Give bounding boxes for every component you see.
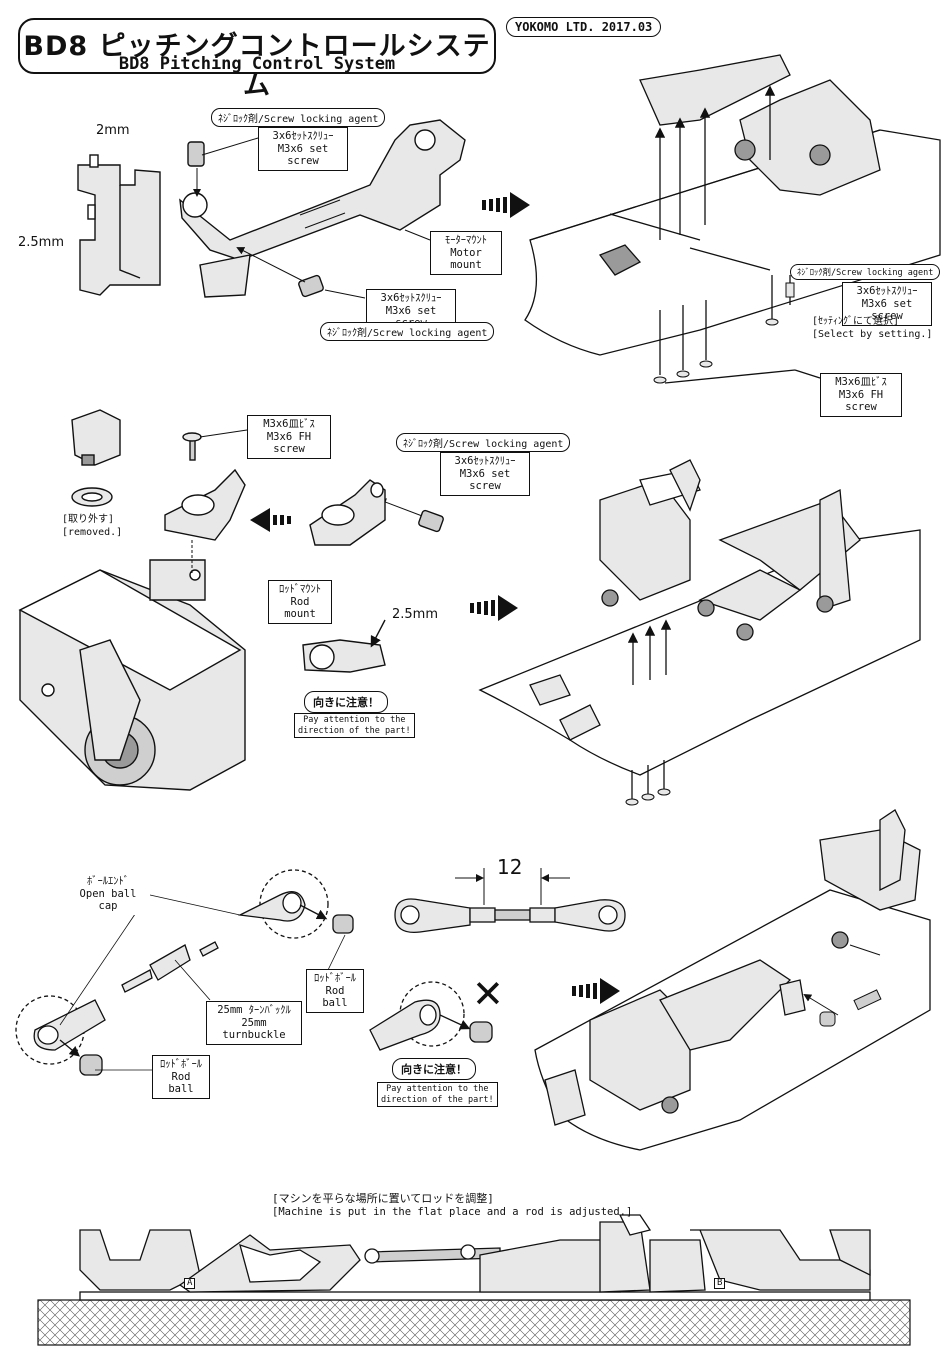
adjust-note-jp: [マシンを平らな場所に置いてロッドを調整] bbox=[272, 1192, 494, 1205]
attention-note-step3: Pay attention to the direction of the pa… bbox=[377, 1082, 498, 1108]
rod-mount-jp: ﾛｯﾄﾞﾏｳﾝﾄ bbox=[279, 583, 321, 595]
motor-mount-label: ﾓｰﾀｰﾏｳﾝﾄ Motor mount bbox=[430, 231, 502, 275]
rod-ball-label-lower: ﾛｯﾄﾞﾎﾞｰﾙ Rod ball bbox=[152, 1055, 210, 1099]
title-english: BD8 Pitching Control System bbox=[118, 54, 396, 74]
set-screw-en: M3x6 set screw bbox=[861, 297, 913, 323]
fh-screw-jp: M3x6皿ﾋﾞｽ bbox=[835, 376, 887, 388]
screw-locking-label-step2: ﾈｼﾞﾛｯｸ剤/Screw locking agent bbox=[396, 433, 571, 452]
step-arrow-1 bbox=[482, 192, 530, 218]
set-screw-jp: 3x6ｾｯﾄｽｸﾘｭｰ bbox=[380, 292, 442, 304]
fh-screw-label-step1: M3x6皿ﾋﾞｽ M3x6 FH screw bbox=[820, 373, 902, 417]
screw-locking-label-right: ﾈｼﾞﾛｯｸ剤/Screw locking agent bbox=[790, 264, 941, 280]
step3-assembled-rod bbox=[394, 898, 626, 934]
removed-note-en: [removed.] bbox=[62, 527, 123, 538]
ball-end-en: Open ball cap bbox=[79, 887, 137, 913]
attention-bubble-step2: 向きに注意！ bbox=[304, 691, 388, 713]
select-note-en: [Select by setting.] bbox=[812, 329, 933, 340]
screw-locking-label-bottom: ﾈｼﾞﾛｯｸ剤/Screw locking agent bbox=[320, 322, 495, 341]
select-note-jp: [ｾｯﾃｨﾝｸﾞにて選択] bbox=[812, 316, 900, 327]
fh-screw-en: M3x6 FH screw bbox=[838, 388, 884, 414]
rod-ball-en: Rod ball bbox=[168, 1070, 194, 1096]
fh-screw-jp: M3x6皿ﾋﾞｽ bbox=[263, 418, 315, 430]
title-banner: BD8 ピッチングコントロールシステム BD8 Pitching Control… bbox=[18, 18, 496, 101]
wrench-size-2-5mm: 2.5mm bbox=[18, 235, 65, 250]
rod-ball-jp: ﾛｯﾄﾞﾎﾞｰﾙ bbox=[314, 972, 356, 984]
set-screw-label-top: 3x6ｾｯﾄｽｸﾘｭｰ M3x6 set screw bbox=[258, 127, 348, 171]
step2-servo bbox=[18, 559, 246, 791]
step-arrow-3 bbox=[470, 595, 518, 621]
turnbuckle-en: 25mm turnbuckle bbox=[222, 1016, 286, 1042]
rod-ball-en: Rod ball bbox=[322, 984, 348, 1010]
rod-ball-jp: ﾛｯﾄﾞﾎﾞｰﾙ bbox=[160, 1058, 202, 1070]
step3-wrong-direction bbox=[369, 981, 493, 1051]
motor-mount-en: Motor mount bbox=[450, 246, 482, 272]
step2-rod-mount bbox=[309, 479, 444, 546]
removed-note-jp: [取り外す] bbox=[62, 514, 115, 525]
step2-chassis bbox=[478, 459, 921, 776]
step3-exploded-rod bbox=[15, 869, 354, 1076]
step-arrow-2 bbox=[250, 508, 291, 532]
attention-note-step2: Pay attention to the direction of the pa… bbox=[294, 713, 415, 739]
attention-bubble-step3: 向きに注意！ bbox=[392, 1058, 476, 1080]
rod-mount-en: Rod mount bbox=[284, 595, 316, 621]
set-screw-jp: 3x6ｾｯﾄｽｸﾘｭｰ bbox=[272, 130, 334, 142]
set-screw-en: M3x6 set screw bbox=[459, 467, 511, 493]
set-screw-label-step2: 3x6ｾｯﾄｽｸﾘｭｰ M3x6 set screw bbox=[440, 452, 530, 496]
rod-mount-label: ﾛｯﾄﾞﾏｳﾝﾄ Rod mount bbox=[268, 580, 332, 624]
set-screw-jp: 3x6ｾｯﾄｽｸﾘｭｰ bbox=[454, 455, 516, 467]
attention-line-1: Pay attention to the bbox=[386, 1084, 489, 1094]
step2-direction-part bbox=[302, 619, 386, 673]
dimension-value: 12 bbox=[497, 855, 523, 879]
wrong-mark: ✕ bbox=[472, 972, 504, 1016]
attention-line-2: direction of the part! bbox=[381, 1094, 494, 1105]
maker-badge: YOKOMO LTD. 2017.03 bbox=[506, 17, 662, 37]
attention-line-2: direction of the part! bbox=[298, 725, 411, 736]
attention-line-1: Pay attention to the bbox=[303, 715, 406, 725]
step1-side-part bbox=[77, 154, 161, 296]
step3-chassis bbox=[534, 809, 931, 1151]
motor-mount-jp: ﾓｰﾀｰﾏｳﾝﾄ bbox=[445, 234, 487, 246]
step1-motor-mount bbox=[179, 119, 466, 298]
adjust-note-en: [Machine is put in the flat place and a … bbox=[272, 1206, 633, 1218]
set-screw-label-right: 3x6ｾｯﾄｽｸﾘｭｰ M3x6 set screw bbox=[842, 282, 932, 326]
set-screw-en: M3x6 set screw bbox=[277, 142, 329, 168]
title-japanese: BD8 ピッチングコントロールシステム bbox=[23, 31, 491, 101]
ball-end-jp: ﾎﾞｰﾙｴﾝﾄﾞ bbox=[87, 875, 129, 887]
step2-top-mount bbox=[164, 432, 246, 541]
fh-screw-en: M3x6 FH screw bbox=[266, 430, 312, 456]
turnbuckle-label: 25mm ﾀｰﾝﾊﾞｯｸﾙ 25mm turnbuckle bbox=[206, 1001, 302, 1045]
set-screw-jp: 3x6ｾｯﾄｽｸﾘｭｰ bbox=[856, 285, 918, 297]
step2-removed-parts bbox=[71, 409, 121, 507]
wrench-size-2mm: 2mm bbox=[96, 123, 130, 138]
step4-side-view bbox=[79, 1214, 871, 1301]
ball-end-label: ﾎﾞｰﾙｴﾝﾄﾞ Open ball cap bbox=[66, 873, 150, 915]
mark-a: A bbox=[184, 1278, 196, 1289]
rod-ball-label-upper: ﾛｯﾄﾞﾎﾞｰﾙ Rod ball bbox=[306, 969, 364, 1013]
dimension-line bbox=[455, 868, 570, 905]
step4-floor bbox=[37, 1299, 911, 1346]
turnbuckle-jp: 25mm ﾀｰﾝﾊﾞｯｸﾙ bbox=[217, 1004, 291, 1016]
step-arrow-4 bbox=[572, 978, 620, 1004]
mark-b: B bbox=[714, 1278, 726, 1289]
screw-locking-label-top: ﾈｼﾞﾛｯｸ剤/Screw locking agent bbox=[211, 108, 386, 127]
fh-screw-label-step2: M3x6皿ﾋﾞｽ M3x6 FH screw bbox=[247, 415, 331, 459]
wrench-size-step2: 2.5mm bbox=[392, 607, 439, 622]
